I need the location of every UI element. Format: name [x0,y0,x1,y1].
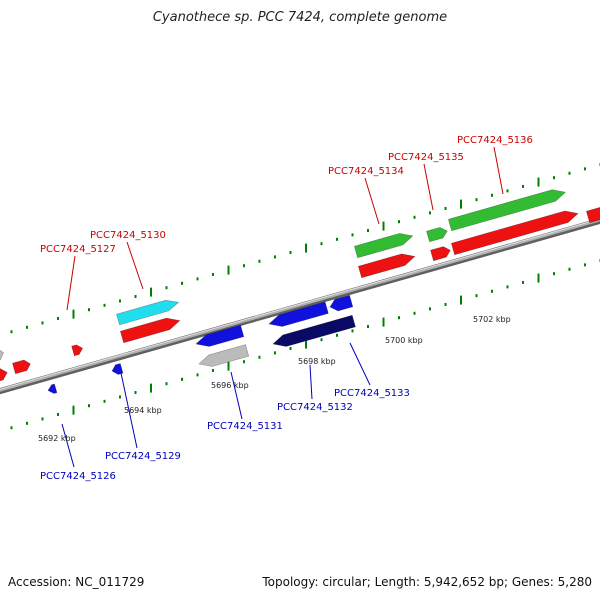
forward-gene-arrow [119,317,181,344]
forward-gene-label: PCC7424_5134 [328,166,404,177]
reverse-gene-label: PCC7424_5126 [40,471,116,482]
forward-gene-arrow [357,253,416,279]
reverse-gene-label: PCC7424_5129 [105,451,181,462]
reverse-gene-label: PCC7424_5131 [207,421,283,432]
forward-tick-track [10,162,600,334]
forward-gene-label: PCC7424_5135 [388,152,464,163]
leader-line [61,423,75,468]
reverse-gene-label: PCC7424_5132 [277,402,353,413]
scale-label: 5698 kbp [298,357,336,366]
leader-lines [61,146,504,468]
gene-arrow [585,207,600,224]
scale-label: 5702 kbp [473,315,511,324]
leader-line [493,146,504,195]
reverse-gene-arrow [198,344,250,367]
leader-line [309,364,313,400]
scale-label: 5692 kbp [38,434,76,443]
map-title: Cyanothece sp. PCC 7424, complete genome [152,10,448,25]
gene-layer [0,189,600,394]
forward-gene-arrow [450,210,579,256]
scale-label: 5696 kbp [211,381,249,390]
forward-gene-label: PCC7424_5136 [457,135,533,146]
leader-line [364,177,380,225]
reverse-gene-arrow [268,301,329,327]
accession-label: Accession: NC_011729 [8,575,145,589]
gene-arrow [0,347,4,363]
reverse-gene-arrow [195,324,245,347]
forward-gene-arrow [116,299,180,326]
leader-line [230,371,243,420]
reverse-gene-arrow [47,383,58,394]
leader-line [349,342,371,386]
backbone-layer [0,217,600,395]
reverse-tick-track [10,258,600,430]
leader-line [66,255,76,311]
reverse-gene-label: PCC7424_5133 [334,388,410,399]
scale-label: 5700 kbp [385,336,423,345]
tick-track [10,162,600,430]
leader-line [120,372,138,449]
genome-summary: Topology: circular; Length: 5,942,652 bp… [262,575,592,589]
leader-line [126,241,144,290]
leader-line [423,163,434,211]
gene-arrow [71,344,84,357]
reverse-gene-arrow [329,294,354,312]
gene-arrow [12,359,31,375]
scale-label: 5694 kbp [124,406,162,415]
forward-gene-arrow [447,189,567,232]
gene-arrow [0,368,8,385]
forward-gene-arrow [426,227,448,243]
forward-gene-label: PCC7424_5127 [40,244,116,255]
forward-gene-arrow [430,246,451,262]
reverse-gene-arrow [111,363,124,375]
forward-gene-label: PCC7424_5130 [90,230,166,241]
genome-backbone [0,217,600,395]
forward-gene-arrow [353,233,414,259]
text-layer: 5692 kbp 5694 kbp 5696 kbp 5698 kbp 5700 kbp… [38,135,533,482]
reverse-gene-arrow [272,314,356,347]
